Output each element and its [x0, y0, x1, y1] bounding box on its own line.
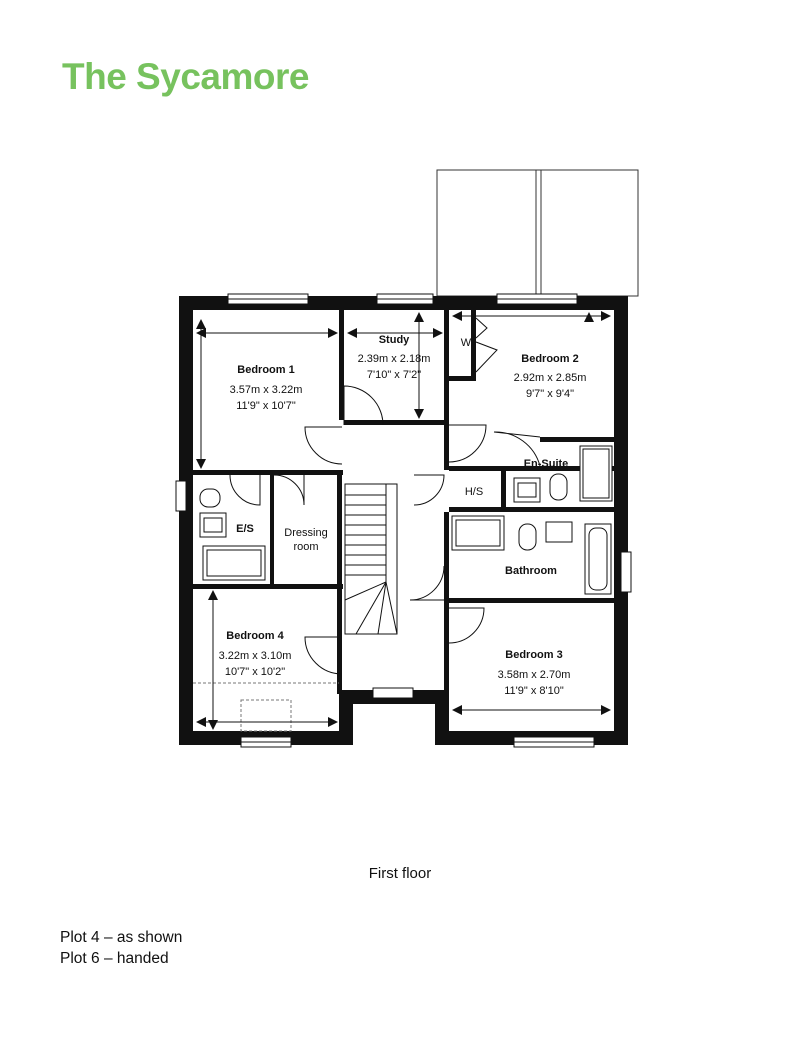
room-en-suite: En-Suite — [524, 458, 569, 470]
room-imperial: 11'9" x 10'7" — [236, 400, 296, 412]
room-name: Bedroom 2 — [521, 353, 578, 365]
room-hs: H/S — [465, 486, 483, 498]
room-name: Study — [379, 334, 410, 346]
roof-outline — [436, 169, 639, 297]
dimension-lines — [200, 315, 604, 723]
room-metric: 3.22m x 3.10m — [219, 650, 292, 662]
room-imperial: 9'7" x 9'4" — [526, 388, 574, 400]
room-name: Bathroom — [505, 565, 557, 577]
bathroom-fixtures — [199, 445, 613, 595]
room-bedroom-1: Bedroom 1 3.57m x 3.22m 11'9" x 10'7" — [230, 364, 303, 412]
room-name: W — [461, 337, 472, 349]
room-metric: 2.92m x 2.85m — [514, 372, 587, 384]
bedroom4-wardrobe — [193, 682, 339, 732]
room-metric: 3.57m x 3.22m — [230, 384, 303, 396]
room-study: Study 2.39m x 2.18m 7'10" x 7'2" — [358, 334, 431, 381]
room-imperial: 7'10" x 7'2" — [367, 369, 421, 381]
room-name: Bedroom 4 — [226, 630, 284, 642]
room-name: Dressing — [284, 527, 327, 539]
room-name: E/S — [236, 523, 254, 535]
room-imperial: 10'7" x 10'2" — [225, 666, 285, 678]
door-swings — [229, 317, 541, 675]
plot-note: Plot 4 – as shown — [60, 929, 183, 946]
room-metric: 3.58m x 2.70m — [498, 669, 571, 681]
room-name: Bedroom 3 — [505, 649, 562, 661]
room-bathroom: Bathroom — [505, 565, 557, 577]
plot-note: Plot 6 – handed — [60, 950, 169, 967]
page-title: The Sycamore — [62, 56, 309, 97]
staircase — [344, 483, 398, 635]
room-name: En-Suite — [524, 458, 569, 470]
room-bedroom-2: Bedroom 2 2.92m x 2.85m 9'7" x 9'4" — [514, 353, 587, 400]
room-wardrobe: W — [461, 337, 472, 349]
room-bedroom-3: Bedroom 3 3.58m x 2.70m 11'9" x 8'10" — [498, 649, 571, 697]
room-name: H/S — [465, 486, 483, 498]
windows — [175, 293, 632, 748]
room-name: Bedroom 1 — [237, 364, 294, 376]
room-bedroom-4: Bedroom 4 3.22m x 3.10m 10'7" x 10'2" — [219, 630, 292, 678]
room-metric: 2.39m x 2.18m — [358, 353, 431, 365]
internal-walls — [193, 310, 614, 731]
room-imperial: 11'9" x 8'10" — [504, 685, 564, 697]
floor-label: First floor — [368, 865, 432, 882]
room-es: E/S — [236, 523, 254, 535]
room-name-2: room — [293, 541, 318, 553]
room-dressing: Dressing room — [284, 527, 327, 553]
plot-notes: Plot 4 – as shown Plot 6 – handed — [60, 927, 182, 969]
